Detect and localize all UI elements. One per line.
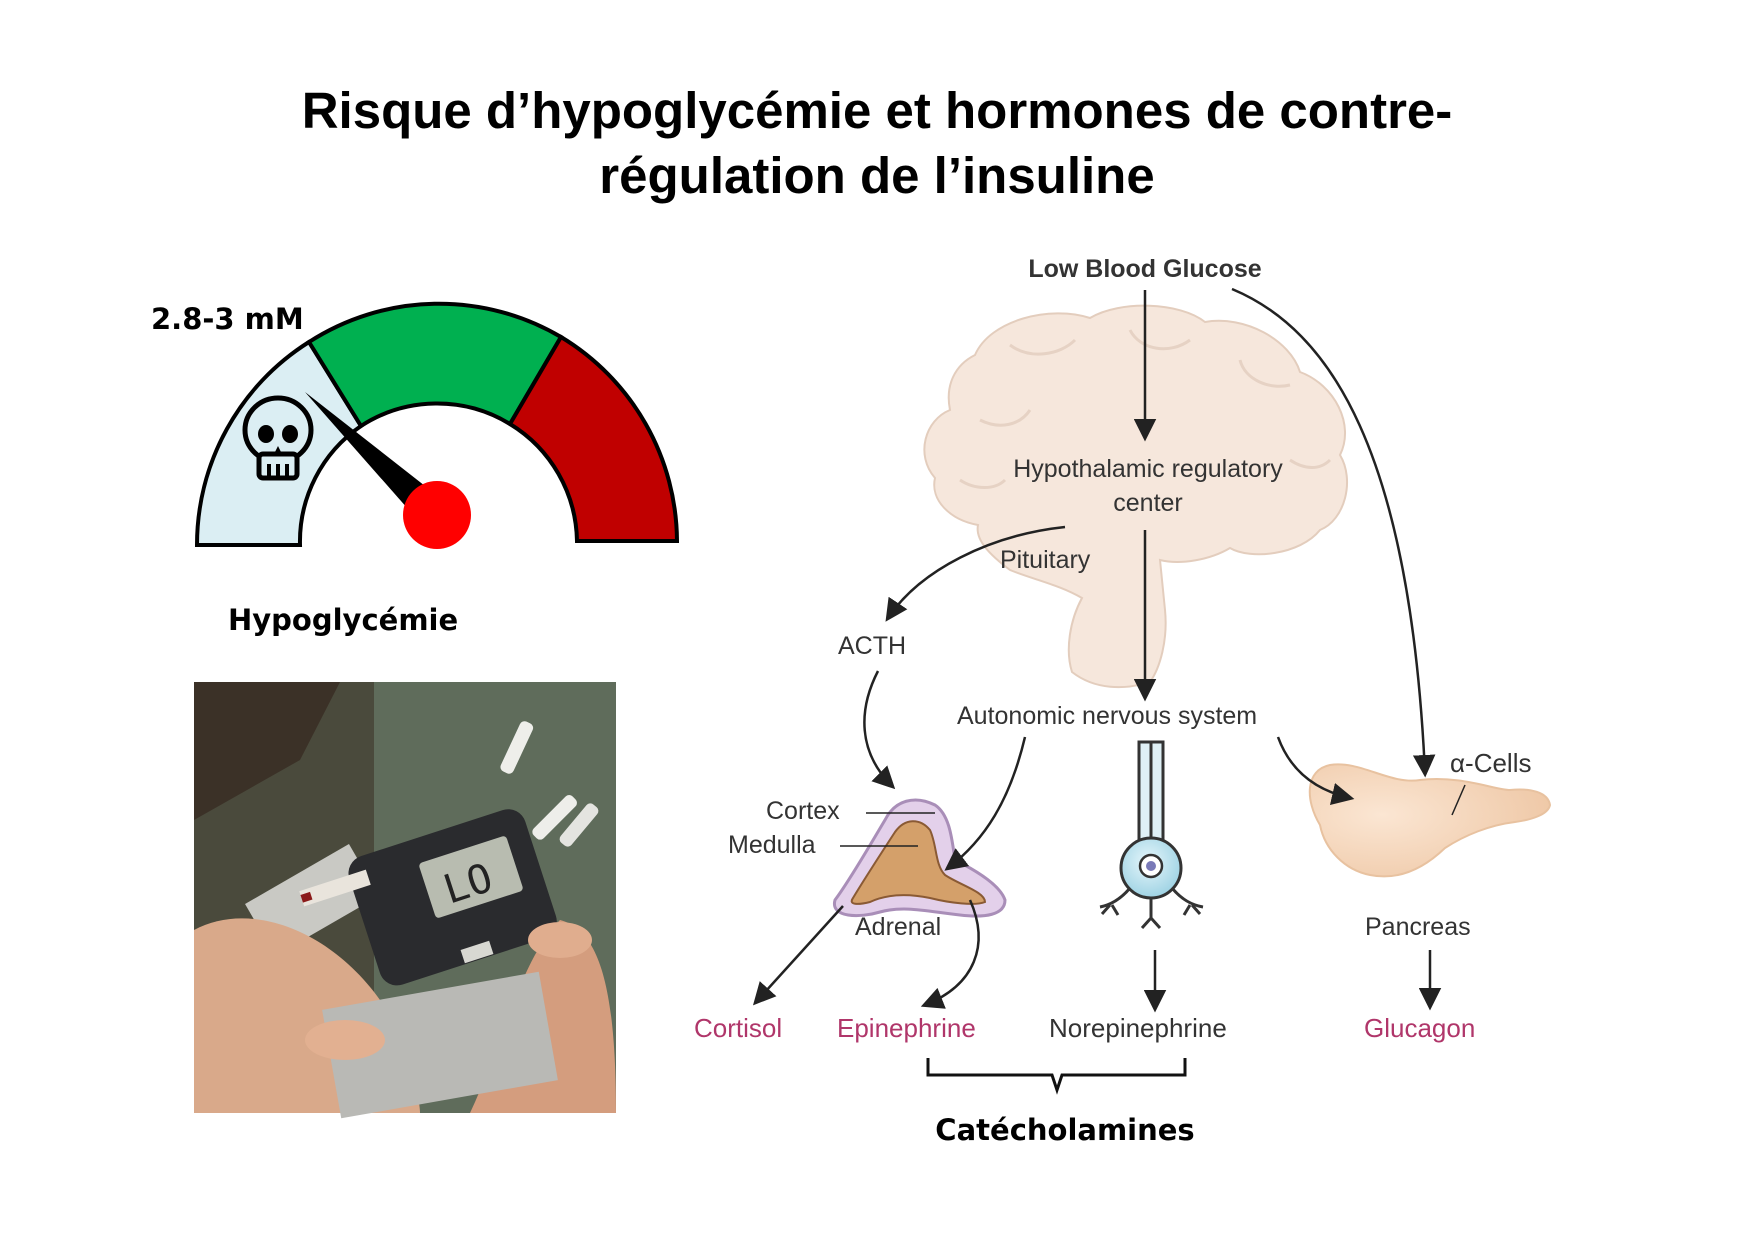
label-alpha-cells: α-Cells xyxy=(1450,748,1532,778)
gauge-caption: Hypoglycémie xyxy=(228,603,459,637)
label-autonomic-nervous-system: Autonomic nervous system xyxy=(957,702,1258,730)
arrow-ans-to-pancreas xyxy=(1276,736,1355,805)
label-cortex: Cortex xyxy=(766,797,840,825)
label-pancreas: Pancreas xyxy=(1365,913,1471,941)
hormone-epinephrine: Epinephrine xyxy=(837,1013,976,1043)
neuron-illustration xyxy=(1099,740,1204,930)
gauge-zone-normal xyxy=(306,301,564,429)
arrow-acth-to-cortex xyxy=(863,670,896,790)
gauge-hub xyxy=(403,481,471,549)
page-title: Risque d’hypoglycémie et hormones de con… xyxy=(0,78,1754,208)
brain-illustration xyxy=(923,304,1349,689)
hormone-norepinephrine: Norepinephrine xyxy=(1049,1013,1227,1043)
pancreas-illustration xyxy=(1308,763,1552,878)
label-adrenal: Adrenal xyxy=(855,913,942,941)
label-medulla: Medulla xyxy=(728,831,816,859)
title-line-2: régulation de l’insuline xyxy=(599,147,1155,204)
label-hypothalamic-line-1: Hypothalamic regulatory xyxy=(1013,455,1283,483)
gauge-zone-high xyxy=(507,334,680,543)
arrow-pituitary-to-acth xyxy=(885,525,1066,622)
skull-icon xyxy=(242,395,314,481)
catecholamines-bracket xyxy=(926,1058,1187,1095)
adrenal-gland xyxy=(833,798,1007,918)
title-line-1: Risque d’hypoglycémie et hormones de con… xyxy=(301,82,1453,139)
arrow-ans-to-medulla xyxy=(944,736,1027,871)
label-acth: ACTH xyxy=(838,632,907,660)
hormone-glucagon: Glucagon xyxy=(1364,1013,1476,1043)
arrow-glucose-to-pancreas xyxy=(1231,287,1436,778)
label-low-blood-glucose: Low Blood Glucose xyxy=(1028,255,1262,283)
arrow-medulla-to-epinephrine xyxy=(920,899,980,1009)
label-pituitary: Pituitary xyxy=(1000,546,1091,574)
label-catecholamines: Catécholamines xyxy=(935,1113,1195,1147)
arrow-adrenal-to-cortisol xyxy=(752,905,844,1006)
glucose-meter-photo: LO xyxy=(194,682,616,1119)
alpha-cells-leader-line xyxy=(1451,784,1466,816)
hormone-cortisol: Cortisol xyxy=(694,1013,783,1043)
label-hypothalamic-line-2: center xyxy=(1113,489,1183,517)
glucose-gauge xyxy=(194,301,680,549)
pathway-arrows xyxy=(752,287,1466,1013)
label-hypothalamic-center: Hypothalamic regulatory center xyxy=(1013,452,1283,520)
gauge-range-label: 2.8-3 mM xyxy=(151,302,304,336)
